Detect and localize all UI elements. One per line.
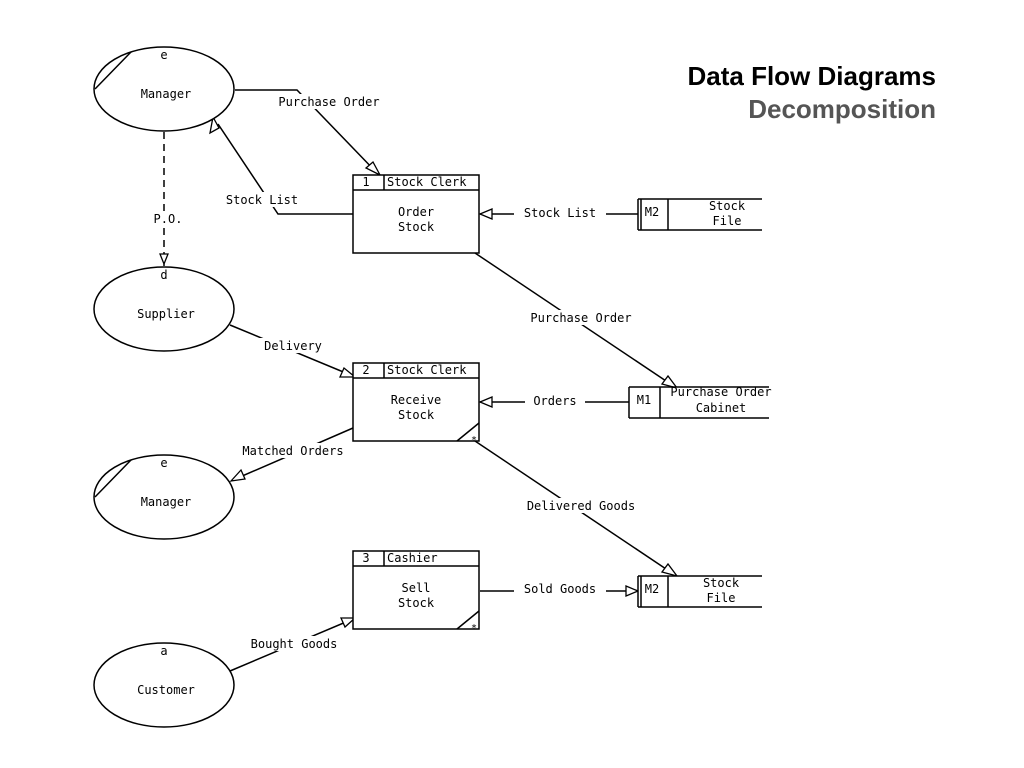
arrowheads <box>159 115 679 629</box>
process-number: 3 <box>362 551 369 565</box>
arrowhead <box>478 396 493 408</box>
arrowhead <box>660 374 679 390</box>
slide-title: Data Flow Diagrams <box>687 61 936 91</box>
store-name-line2: Cabinet <box>696 401 747 415</box>
arrowhead <box>338 366 357 378</box>
store-name-line1: Stock <box>709 199 746 213</box>
process-name-line1: Order <box>398 205 434 219</box>
flow-stock-list-out <box>217 123 353 215</box>
process-actor: Cashier <box>387 551 438 565</box>
flow-purchase-order-in <box>235 89 379 175</box>
store-name-line1: Purchase Order <box>670 385 771 399</box>
store-name-line2: File <box>707 591 736 605</box>
store-id: M2 <box>645 205 659 219</box>
process-name-line2: Stock <box>398 596 435 610</box>
flow-label: Purchase Order <box>530 311 631 325</box>
store-purchase-order-cabinet: M1 Purchase Order Cabinet <box>628 385 772 419</box>
slide-title-block: Data Flow Diagrams Decomposition <box>687 60 936 125</box>
entity-id: e <box>160 48 167 62</box>
arrowhead <box>660 562 679 578</box>
process-number: 1 <box>362 175 369 189</box>
entity-id: a <box>160 644 167 658</box>
arrowhead <box>339 617 357 629</box>
flow-label: Delivery <box>264 339 322 353</box>
store-name-line1: Stock <box>703 576 740 590</box>
flow-label: P.O. <box>154 212 183 226</box>
process-order-stock: 1 Stock Clerk Order Stock <box>352 174 480 254</box>
arrowhead <box>209 115 220 135</box>
flow-label: Orders <box>533 394 576 408</box>
entity-manager-top: e Manager <box>93 46 235 132</box>
flow-label: Bought Goods <box>251 637 338 651</box>
entity-id: e <box>160 456 167 470</box>
arrowhead <box>159 253 169 266</box>
entity-id: d <box>160 268 167 282</box>
store-name-line2: File <box>713 214 742 228</box>
flow-label: Delivered Goods <box>527 499 635 513</box>
store-id: M1 <box>637 393 651 407</box>
process-name-line1: Receive <box>391 393 442 407</box>
process-marker: * <box>471 623 477 634</box>
process-number: 2 <box>362 363 369 377</box>
process-name-line2: Stock <box>398 408 435 422</box>
store-stock-file-bottom: M2 Stock File <box>637 575 762 608</box>
flow-label: Purchase Order <box>278 95 379 109</box>
process-actor: Stock Clerk <box>387 363 467 377</box>
process-name-line1: Sell <box>402 581 431 595</box>
entity-customer: a Customer <box>93 642 235 728</box>
entity-manager-bottom: e Manager <box>93 454 235 540</box>
flow-label: Stock List <box>524 206 596 220</box>
flow-label: Matched Orders <box>242 444 343 458</box>
arrowhead <box>478 208 493 220</box>
flow-label: Stock List <box>226 193 298 207</box>
arrowhead <box>364 160 382 177</box>
process-marker: * <box>471 435 477 446</box>
entity-name: Manager <box>141 87 192 101</box>
entity-supplier: d Supplier <box>93 266 235 352</box>
flow-label: Sold Goods <box>524 582 596 596</box>
store-stock-file-top: M2 Stock File <box>637 198 762 231</box>
arrowhead <box>625 585 640 597</box>
slide-subtitle: Decomposition <box>748 93 936 124</box>
entity-name: Customer <box>137 683 195 697</box>
process-name-line2: Stock <box>398 220 435 234</box>
store-id: M2 <box>645 582 659 596</box>
process-actor: Stock Clerk <box>387 175 467 189</box>
process-receive-stock: 2 Stock Clerk Receive Stock * <box>352 362 480 446</box>
entity-name: Supplier <box>137 307 195 321</box>
process-sell-stock: 3 Cashier Sell Stock * <box>352 550 480 634</box>
arrowhead <box>229 468 246 482</box>
entity-name: Manager <box>141 495 192 509</box>
flow-labels: Purchase Order Stock List P.O. Stock Lis… <box>148 94 648 651</box>
